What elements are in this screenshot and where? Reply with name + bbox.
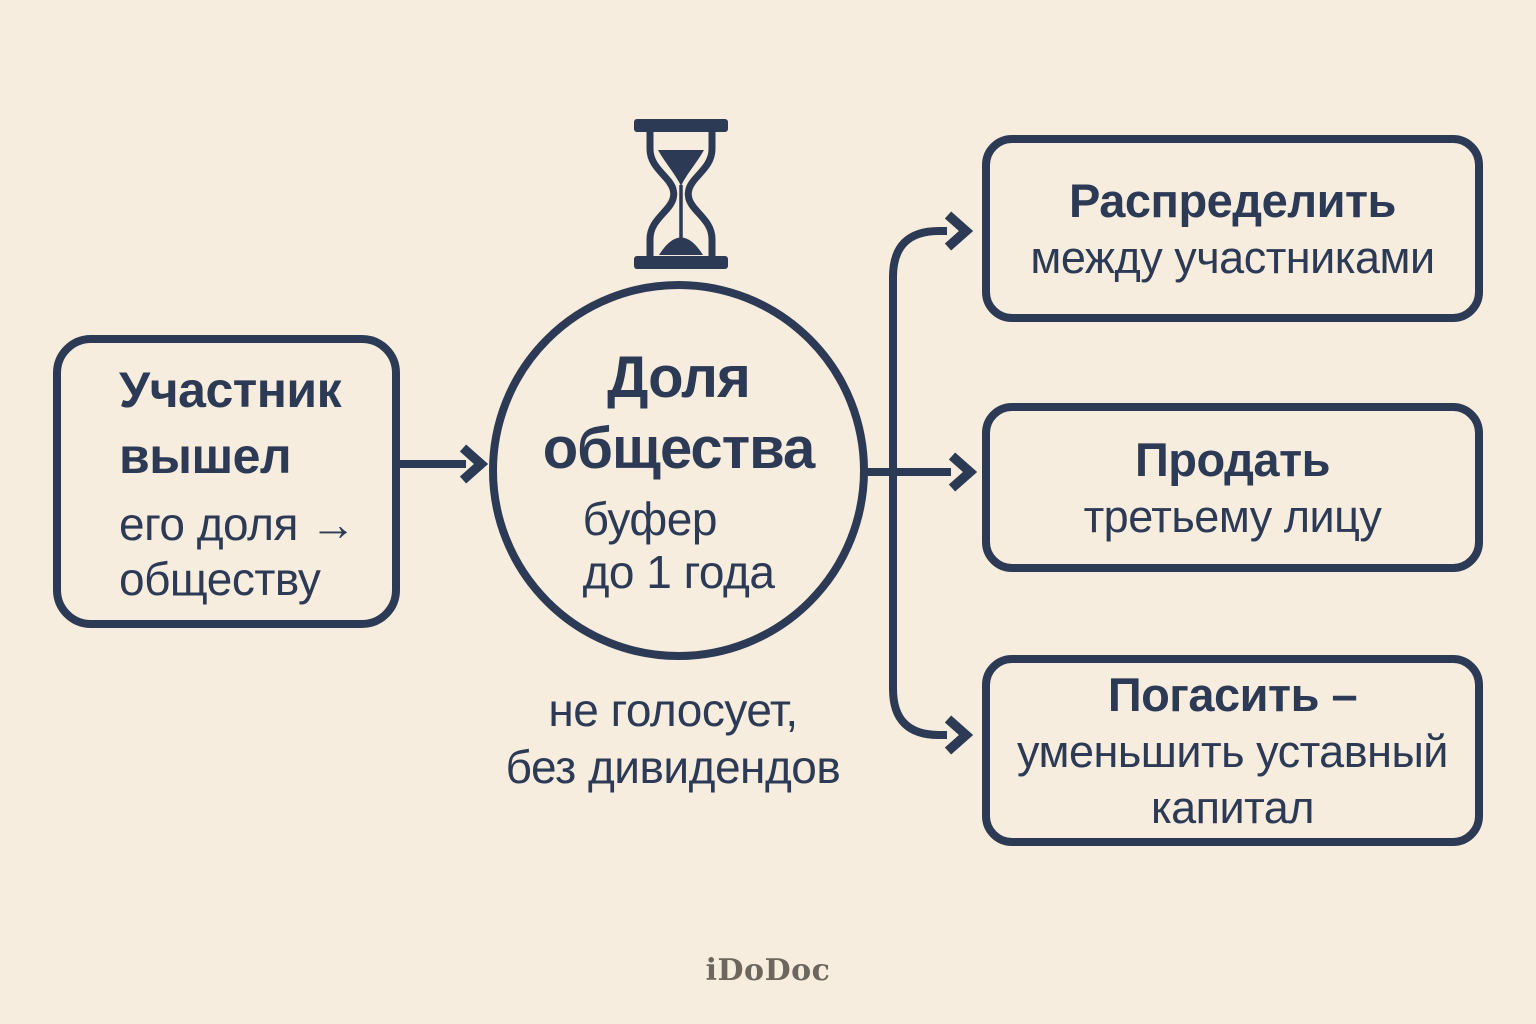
note-line2: без дивидендов <box>505 741 841 793</box>
hourglass-icon <box>634 119 728 269</box>
hourglass-sand-top <box>658 150 704 186</box>
option-distribute-title: Распределить <box>1069 174 1396 227</box>
participant-title-line2: вышел <box>119 427 292 484</box>
share-title-line1: Доля <box>607 345 751 410</box>
participant-subtitle-line1: его доля → <box>119 497 356 550</box>
arrow-branch-down <box>889 472 947 739</box>
arrowhead-left-to-circle <box>459 444 489 484</box>
option-sell-subtitle: третьему лицу <box>1083 491 1382 542</box>
participant-title-line1: Участник <box>119 361 342 418</box>
node-company-share: Доля общества буфер до 1 года <box>489 281 868 660</box>
share-subtitle-line2: до 1 года <box>582 546 775 598</box>
hourglass-glass-left <box>646 132 678 256</box>
hourglass-glass-right <box>684 132 716 256</box>
share-subtitle-block: буфер до 1 года <box>583 493 775 599</box>
arrowhead-branch-down <box>944 715 974 755</box>
hourglass-bottom-bar <box>634 256 728 269</box>
option-redeem-subtitle: уменьшить уставный <box>1017 726 1448 777</box>
arrow-branch-up <box>889 227 947 472</box>
share-restrictions-note: не голосует, без дивидендов <box>463 682 883 796</box>
share-subtitle-line1: буфер <box>582 493 718 545</box>
arrowhead-circle-to-middle <box>948 452 978 492</box>
option-redeem-subtitle2: капитал <box>1150 782 1315 833</box>
arrowhead-branch-up <box>944 211 974 251</box>
node-participant-exited: Участник вышел его доля → обществу <box>53 335 400 628</box>
share-title-line2: общества <box>542 416 815 481</box>
note-line1: не голосует, <box>548 684 798 736</box>
participant-subtitle-line2: обществу <box>119 552 321 605</box>
option-redeem-title: Погасить – <box>1107 668 1358 721</box>
hourglass-sand-pile <box>659 237 703 255</box>
node-option-sell: Продать третьему лицу <box>982 403 1483 572</box>
node-option-redeem: Погасить – уменьшить уставный капитал <box>982 655 1483 846</box>
option-distribute-subtitle: между участниками <box>1030 232 1435 283</box>
node-option-distribute: Распределить между участниками <box>982 135 1483 322</box>
brand-logo: iDoDoc <box>705 953 831 988</box>
hourglass-top-bar <box>634 119 728 132</box>
option-sell-title: Продать <box>1135 433 1330 486</box>
